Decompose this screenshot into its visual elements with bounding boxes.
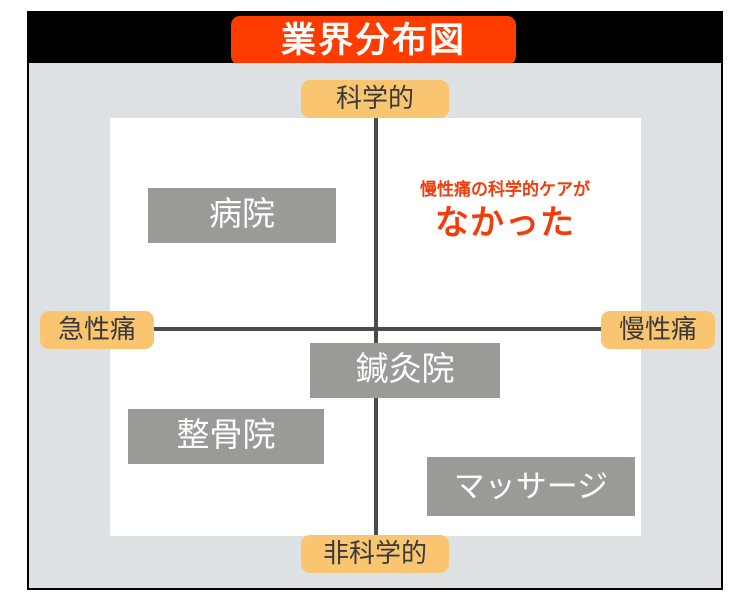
vertical-axis-line — [374, 100, 378, 546]
item-box-massage: マッサージ — [427, 457, 635, 516]
axis-label-left: 急性痛 — [40, 311, 154, 349]
horizontal-axis-line — [72, 327, 676, 331]
annotation-upper-right: 慢性痛の科学的ケアが なかった — [390, 180, 620, 243]
annotation-line-1: 慢性痛の科学的ケアが — [420, 180, 590, 199]
axis-label-bottom: 非科学的 — [301, 535, 449, 573]
axis-label-top: 科学的 — [301, 80, 449, 118]
annotation-line-2: なかった — [435, 204, 575, 242]
item-box-hospital: 病院 — [148, 188, 336, 243]
page-title: 業界分布図 — [280, 21, 466, 60]
item-box-osteopathic-clinic: 整骨院 — [128, 409, 324, 464]
item-box-acupuncture-clinic: 鍼灸院 — [310, 343, 500, 398]
axis-label-right: 慢性痛 — [601, 311, 715, 349]
slide-title-pill: 業界分布図 — [231, 16, 516, 65]
